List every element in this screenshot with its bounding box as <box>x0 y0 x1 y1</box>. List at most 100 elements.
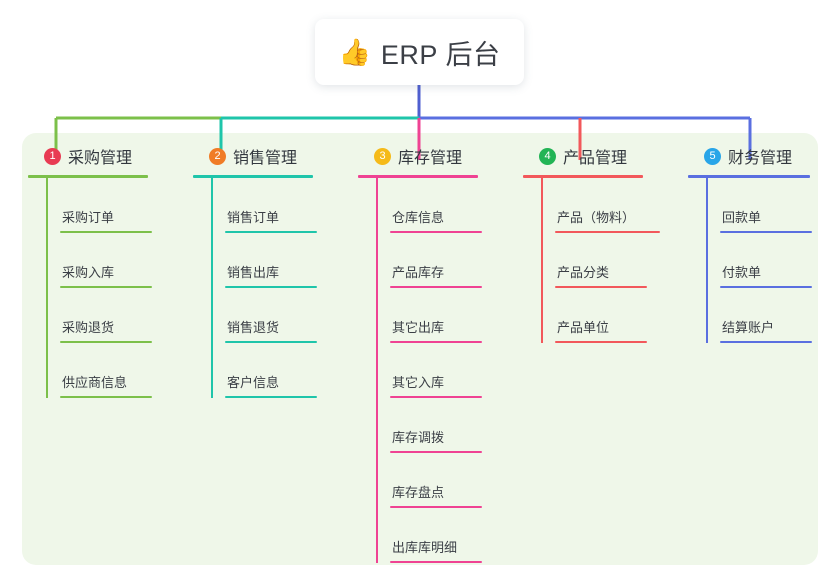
leaf-underline <box>225 396 317 398</box>
leaf-list: 仓库信息产品库存其它出库其它入库库存调拨库存盘点出库库明细 <box>358 178 508 563</box>
leaf-label: 采购入库 <box>62 265 115 280</box>
leaf-underline <box>390 341 482 343</box>
leaf-underline <box>555 231 660 233</box>
branch-title: 销售管理 <box>233 150 298 167</box>
leaf-label: 其它出库 <box>392 320 445 335</box>
leaf-spine <box>211 178 213 398</box>
leaf-item[interactable]: 产品分类 <box>541 233 673 288</box>
leaf-item[interactable]: 销售订单 <box>211 178 343 233</box>
leaf-item[interactable]: 回款单 <box>706 178 838 233</box>
leaf-spine <box>541 178 543 343</box>
leaf-list: 采购订单采购入库采购退货供应商信息 <box>28 178 178 398</box>
leaf-item[interactable]: 产品（物料） <box>541 178 673 233</box>
leaf-item[interactable]: 付款单 <box>706 233 838 288</box>
branch-column-3[interactable]: 3 库存管理仓库信息产品库存其它出库其它入库库存调拨库存盘点出库库明细 <box>358 143 508 563</box>
leaf-item[interactable]: 采购订单 <box>46 178 178 233</box>
leaf-item[interactable]: 产品库存 <box>376 233 508 288</box>
leaf-underline <box>60 341 152 343</box>
leaf-item[interactable]: 销售出库 <box>211 233 343 288</box>
leaf-label: 库存调拨 <box>392 430 445 445</box>
leaf-label: 销售出库 <box>227 265 280 280</box>
leaf-label: 产品单位 <box>557 320 610 335</box>
leaf-label: 出库库明细 <box>392 540 458 555</box>
leaf-underline <box>225 286 317 288</box>
leaf-label: 结算账户 <box>722 320 775 335</box>
leaf-label: 客户信息 <box>227 375 280 390</box>
leaf-label: 其它入库 <box>392 375 445 390</box>
leaf-item[interactable]: 仓库信息 <box>376 178 508 233</box>
leaf-list: 回款单付款单结算账户 <box>688 178 838 343</box>
leaf-item[interactable]: 其它出库 <box>376 288 508 343</box>
leaf-underline <box>555 341 647 343</box>
leaf-label: 供应商信息 <box>62 375 128 390</box>
branch-header-2[interactable]: 2 销售管理 <box>193 143 343 169</box>
branch-underline <box>688 175 810 178</box>
branch-number-badge: 3 <box>374 147 391 165</box>
branch-number-badge: 5 <box>704 147 721 165</box>
branch-title: 采购管理 <box>68 150 133 167</box>
root-title: ERP 后台 <box>380 39 501 70</box>
leaf-item[interactable]: 产品单位 <box>541 288 673 343</box>
branch-header-4[interactable]: 4 产品管理 <box>523 143 673 169</box>
leaf-underline <box>390 561 482 563</box>
branch-column-4[interactable]: 4 产品管理产品（物料） 产品分类产品单位 <box>523 143 673 343</box>
branch-number-badge: 1 <box>44 147 61 165</box>
branch-title: 财务管理 <box>728 150 793 167</box>
leaf-label: 产品分类 <box>557 265 610 280</box>
leaf-item[interactable]: 出库库明细 <box>376 508 508 563</box>
leaf-spine <box>376 178 378 563</box>
leaf-underline <box>390 286 482 288</box>
branch-number-badge: 4 <box>539 147 556 165</box>
branch-column-5[interactable]: 5 财务管理回款单付款单结算账户 <box>688 143 838 343</box>
leaf-underline <box>555 286 647 288</box>
leaf-underline <box>720 231 812 233</box>
leaf-item[interactable]: 销售退货 <box>211 288 343 343</box>
branch-underline <box>358 175 478 178</box>
thumbs-up-icon: 👍 <box>338 37 371 67</box>
branches-panel <box>22 133 818 565</box>
branch-underline <box>193 175 313 178</box>
leaf-list: 产品（物料） 产品分类产品单位 <box>523 178 673 343</box>
leaf-item[interactable]: 库存盘点 <box>376 453 508 508</box>
leaf-label: 销售退货 <box>227 320 280 335</box>
leaf-underline <box>60 396 152 398</box>
leaf-label: 采购订单 <box>62 210 115 225</box>
leaf-underline <box>225 231 317 233</box>
branch-title: 库存管理 <box>398 150 463 167</box>
branch-column-1[interactable]: 1 采购管理采购订单采购入库采购退货供应商信息 <box>28 143 178 398</box>
leaf-underline <box>390 506 482 508</box>
leaf-label: 付款单 <box>722 265 762 280</box>
leaf-item[interactable]: 其它入库 <box>376 343 508 398</box>
branch-underline <box>28 175 148 178</box>
leaf-label: 产品库存 <box>392 265 445 280</box>
leaf-underline <box>60 231 152 233</box>
leaf-item[interactable]: 采购入库 <box>46 233 178 288</box>
leaf-underline <box>390 451 482 453</box>
leaf-underline <box>720 341 812 343</box>
root-node[interactable]: 👍 ERP 后台 <box>315 19 524 85</box>
leaf-label: 仓库信息 <box>392 210 445 225</box>
leaf-item[interactable]: 客户信息 <box>211 343 343 398</box>
branch-column-2[interactable]: 2 销售管理销售订单销售出库销售退货客户信息 <box>193 143 343 398</box>
branch-header-5[interactable]: 5 财务管理 <box>688 143 838 169</box>
leaf-item[interactable]: 供应商信息 <box>46 343 178 398</box>
leaf-label: 采购退货 <box>62 320 115 335</box>
leaf-underline <box>60 286 152 288</box>
leaf-spine <box>46 178 48 398</box>
leaf-label: 销售订单 <box>227 210 280 225</box>
branch-number-badge: 2 <box>209 147 226 165</box>
leaf-label: 回款单 <box>722 210 762 225</box>
leaf-item[interactable]: 库存调拨 <box>376 398 508 453</box>
branch-title: 产品管理 <box>563 150 628 167</box>
branch-header-3[interactable]: 3 库存管理 <box>358 143 508 169</box>
branch-underline <box>523 175 643 178</box>
leaf-underline <box>390 231 482 233</box>
leaf-item[interactable]: 采购退货 <box>46 288 178 343</box>
leaf-spine <box>706 178 708 343</box>
leaf-item[interactable]: 结算账户 <box>706 288 838 343</box>
leaf-underline <box>390 396 482 398</box>
leaf-underline <box>720 286 812 288</box>
branch-header-1[interactable]: 1 采购管理 <box>28 143 178 169</box>
leaf-underline <box>225 341 317 343</box>
